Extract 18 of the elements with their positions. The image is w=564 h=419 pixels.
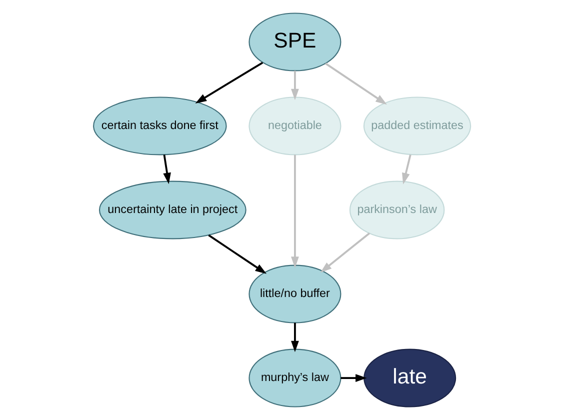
node-ellipse: late [364, 348, 456, 407]
node-ellipse: murphy’s law [248, 348, 342, 407]
arrow [291, 70, 299, 100]
arrow [324, 62, 387, 104]
arrow [291, 154, 299, 268]
arrow [340, 374, 367, 382]
node-ellipse: padded estimates [363, 96, 472, 155]
arrow [291, 322, 299, 352]
arrow [402, 154, 412, 184]
arrow [163, 154, 171, 184]
node-ellipse: negotiable [248, 96, 342, 155]
node-ellipse: uncertainty late in project [98, 180, 246, 239]
arrow [195, 61, 264, 103]
node-ellipse: parkinson’s law [349, 180, 445, 239]
arrow [208, 234, 267, 274]
node-ellipse: SPE [248, 12, 342, 71]
arrow [320, 232, 370, 272]
node-ellipse: certain tasks done first [93, 96, 227, 155]
